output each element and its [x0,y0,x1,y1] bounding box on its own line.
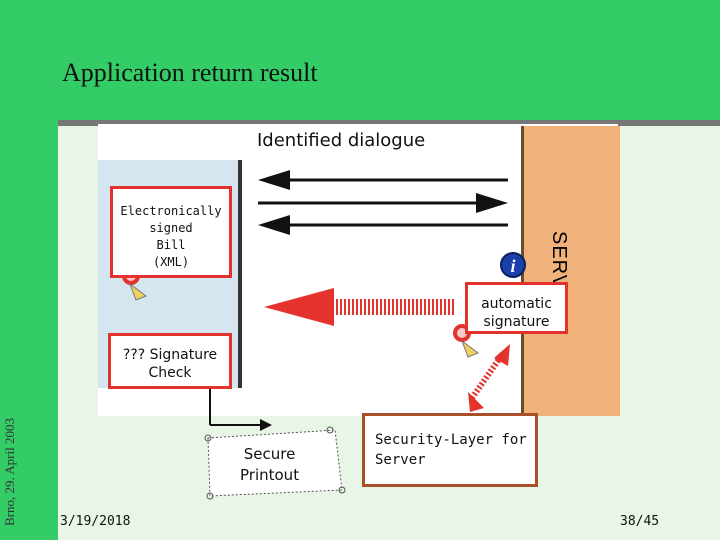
signed-bill-box: Electronically signed Bill (XML) [110,186,232,278]
slide-title: Application return result [62,58,318,87]
info-icon: i [500,252,526,278]
page-number: 38/45 [620,514,660,529]
secure-line-2: Printout [240,466,300,484]
signature-return-arrow [264,288,456,326]
dialogue-arrow-left-2 [258,215,508,235]
security-line-1: Security-Layer for [375,432,527,448]
bill-line-3: Bill [156,238,186,252]
security-layer-arrow [468,344,510,412]
auto-line-2: signature [483,314,550,330]
auto-line-1: automatic [481,296,552,312]
bill-line-1: Electronically [120,204,222,218]
dialogue-arrow-right [258,193,508,213]
automatic-signature-box: automatic signature [465,282,568,334]
security-line-2: Server [375,452,426,468]
security-layer-box: Security-Layer for Server [362,413,538,487]
check-line-1: ??? Signature [122,347,218,363]
bill-line-2: signed [149,221,193,235]
check-line-2: Check [148,365,192,381]
secure-printout-label: Secure Printout [240,444,299,486]
bill-line-4: (XML) [152,255,190,269]
top-green-bar [58,0,720,20]
title-divider [58,120,720,126]
printout-scroll-icon [204,426,346,500]
dialogue-arrow-left [258,170,508,190]
dialogue-label: Identified dialogue [257,130,426,151]
title-bar [58,20,720,120]
signature-check-box: ??? Signature Check [108,333,232,389]
footer-date: 3/19/2018 [60,514,131,529]
secure-line-1: Secure [243,445,296,463]
svg-text:i: i [510,256,515,276]
left-green-bar [0,0,58,540]
printout-arrow [209,389,272,431]
